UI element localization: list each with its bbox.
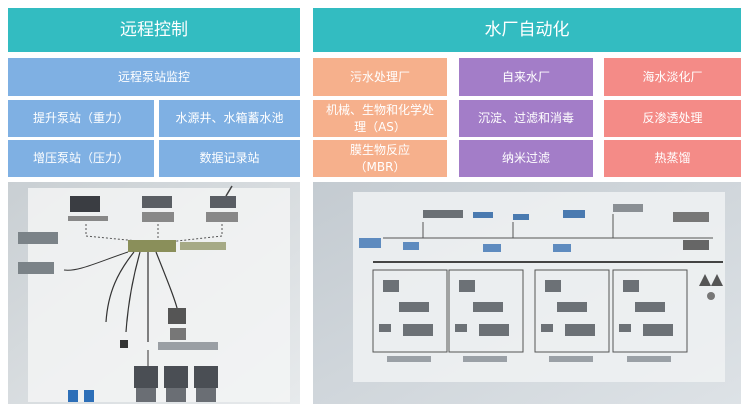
reverse-osmosis-treatment: 反渗透处理 <box>604 100 741 137</box>
remote-control-header: 远程控制 <box>8 8 300 52</box>
membrane-bioreactor: 膜生物反应（MBR） <box>313 140 447 177</box>
remote-pump-station-monitoring: 远程泵站监控 <box>8 58 300 96</box>
lift-pump-station: 提升泵站（重力） <box>8 100 154 137</box>
desalination-plant: 海水淡化厂 <box>604 58 741 96</box>
booster-pump-station: 增压泵站（压力） <box>8 140 154 177</box>
remote-control-network-photo <box>8 182 300 404</box>
nanofiltration: 纳米过滤 <box>459 140 593 177</box>
data-logging-station: 数据记录站 <box>159 140 300 177</box>
mechanical-biological-chemical-treatment: 机械、生物和化学处理（AS） <box>313 100 447 137</box>
sedimentation-filtration-disinfection: 沉淀、过滤和消毒 <box>459 100 593 137</box>
water-plant-automation-photo <box>313 182 741 404</box>
thermal-distillation: 热蒸馏 <box>604 140 741 177</box>
wastewater-plant: 污水处理厂 <box>313 58 447 96</box>
drinking-water-plant: 自来水厂 <box>459 58 593 96</box>
water-well-tank-reservoir: 水源井、水箱蓄水池 <box>159 100 300 137</box>
water-plant-automation-header: 水厂自动化 <box>313 8 741 52</box>
